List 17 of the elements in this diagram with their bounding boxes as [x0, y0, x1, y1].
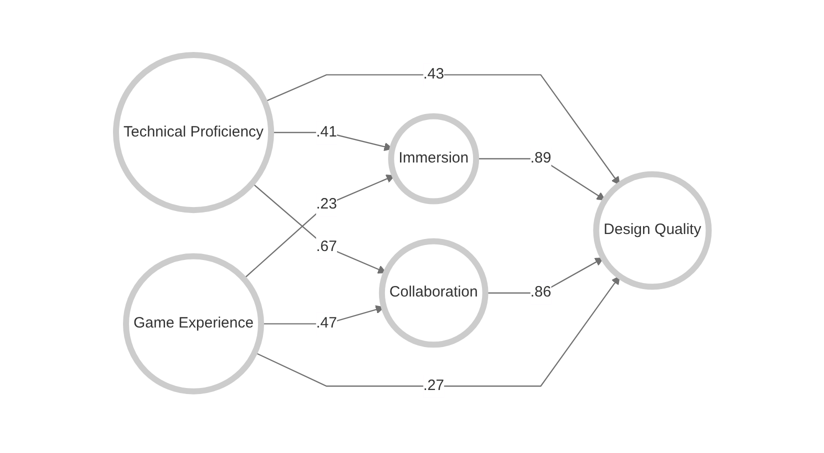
edge-label: .89 [530, 150, 551, 167]
node-circle: Game Experience [122, 254, 264, 395]
node-circle: Design Quality [592, 172, 712, 290]
arrow [254, 276, 620, 388]
edge-label: .67 [316, 238, 337, 256]
edge-label: .86 [530, 284, 551, 302]
arrow [252, 183, 386, 274]
edge-label: .27 [422, 377, 444, 394]
edge-label: .43 [422, 66, 444, 83]
node-circle: Collaboration [378, 238, 488, 348]
arrow [264, 74, 620, 186]
node-circle: Immersion [388, 114, 479, 205]
edge-label: .47 [316, 314, 337, 332]
node-circle: Technical Proficiency [112, 52, 274, 214]
edge-label: .41 [316, 124, 337, 141]
arrow [243, 174, 395, 280]
edge-label: .23 [316, 196, 337, 213]
